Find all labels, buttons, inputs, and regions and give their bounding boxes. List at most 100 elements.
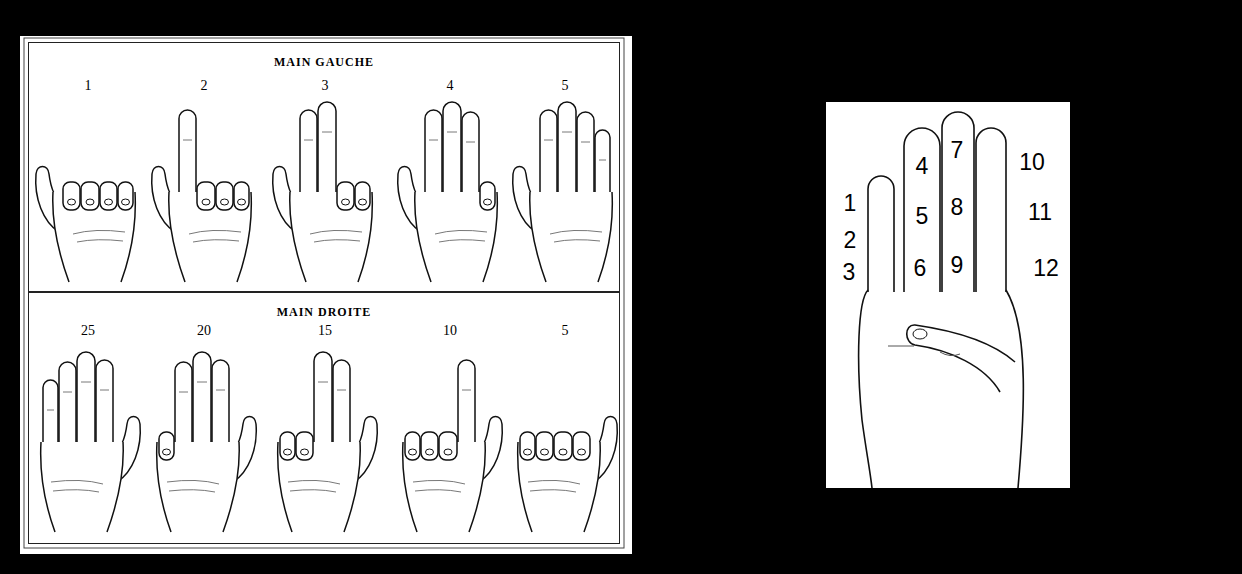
phalanx-number: 8 — [951, 196, 964, 219]
hand-drawing — [157, 352, 257, 532]
count-number: 10 — [443, 324, 457, 338]
folded-finger — [337, 182, 354, 210]
finger-crease — [179, 392, 188, 393]
phalanx-number: 4 — [916, 155, 929, 178]
phalanx-hand — [859, 112, 1026, 488]
folded-finger — [554, 432, 572, 460]
folded-finger — [573, 432, 590, 460]
count-number: 5 — [562, 79, 569, 93]
palm — [530, 192, 613, 282]
palm-crease — [51, 480, 103, 492]
palm-crease — [189, 230, 241, 242]
finger-crease — [599, 160, 606, 161]
folded-finger — [296, 432, 313, 460]
folded-finger — [63, 182, 80, 210]
nail — [578, 449, 586, 455]
finger — [212, 360, 229, 452]
nail — [484, 199, 492, 205]
right-panel — [826, 102, 1070, 488]
count-number: 4 — [447, 79, 454, 93]
palm-crease — [167, 480, 219, 492]
nail — [105, 199, 113, 205]
nail — [221, 199, 229, 205]
palm-crease — [888, 346, 960, 356]
nail — [359, 199, 367, 205]
finger — [77, 352, 95, 452]
finger-crease — [462, 390, 471, 391]
finger — [577, 112, 594, 202]
nail — [524, 449, 532, 455]
panel-frame — [24, 38, 624, 548]
hand-drawing — [518, 417, 618, 533]
phalanx-number: 12 — [1033, 257, 1059, 280]
nail — [559, 449, 567, 455]
hand-drawing — [398, 102, 498, 282]
folded-thumb — [907, 325, 1015, 392]
finger-crease — [216, 390, 225, 391]
finger-crease — [337, 390, 346, 391]
palm-outline — [530, 192, 613, 282]
finger — [942, 112, 974, 320]
palm-crease — [413, 480, 465, 492]
nail — [444, 449, 452, 455]
count-number: 1 — [85, 79, 92, 93]
finger-crease — [544, 140, 553, 141]
finger-crease — [100, 390, 109, 391]
folded-finger — [480, 182, 495, 210]
hand-drawing — [513, 102, 613, 282]
folded-finger — [118, 182, 133, 210]
nail — [122, 199, 130, 205]
folded-finger — [234, 182, 249, 210]
folded-finger — [197, 182, 215, 210]
palm-crease — [528, 480, 580, 492]
count-number: 2 — [201, 79, 208, 93]
finger — [179, 110, 196, 202]
hand-drawing — [152, 110, 252, 282]
finger-crease — [63, 392, 72, 393]
palm-crease — [550, 230, 602, 242]
count-number: 20 — [197, 324, 211, 338]
finger-crease — [197, 382, 207, 383]
finger — [540, 110, 557, 202]
finger — [59, 362, 76, 452]
folded-finger — [355, 182, 370, 210]
panel-heading: MAIN GAUCHE — [29, 55, 619, 70]
phalanx-number: 3 — [843, 261, 856, 284]
nail — [301, 449, 309, 455]
folded-finger — [439, 432, 457, 460]
finger-crease — [81, 382, 91, 383]
finger — [558, 102, 576, 202]
nail — [541, 449, 549, 455]
finger — [425, 110, 442, 202]
folded-finger — [159, 432, 174, 460]
palm-outline — [41, 442, 124, 532]
finger — [193, 352, 211, 452]
count-number: 3 — [322, 79, 329, 93]
nail — [913, 329, 927, 339]
hand-drawing — [41, 352, 141, 532]
hand-drawing — [403, 360, 503, 532]
folded-finger — [405, 432, 420, 460]
nail — [163, 449, 171, 455]
palm-crease — [310, 230, 362, 242]
finger — [976, 128, 1006, 320]
finger — [333, 360, 350, 452]
folded-finger — [520, 432, 535, 460]
finger-crease — [47, 410, 54, 411]
finger-crease — [183, 140, 192, 141]
folded-finger — [536, 432, 553, 460]
count-number: 25 — [81, 324, 95, 338]
finger — [43, 380, 58, 452]
phalanx-number: 11 — [1028, 201, 1052, 224]
panel-heading: MAIN DROITE — [29, 305, 619, 320]
finger-crease — [562, 132, 572, 133]
nail — [426, 449, 434, 455]
finger — [175, 362, 192, 452]
phalanx-number: 1 — [844, 192, 857, 215]
phalanx-number: 9 — [951, 254, 964, 277]
finger — [458, 360, 475, 452]
palm — [41, 442, 124, 532]
finger — [314, 352, 332, 452]
palm-outline — [859, 290, 1024, 488]
